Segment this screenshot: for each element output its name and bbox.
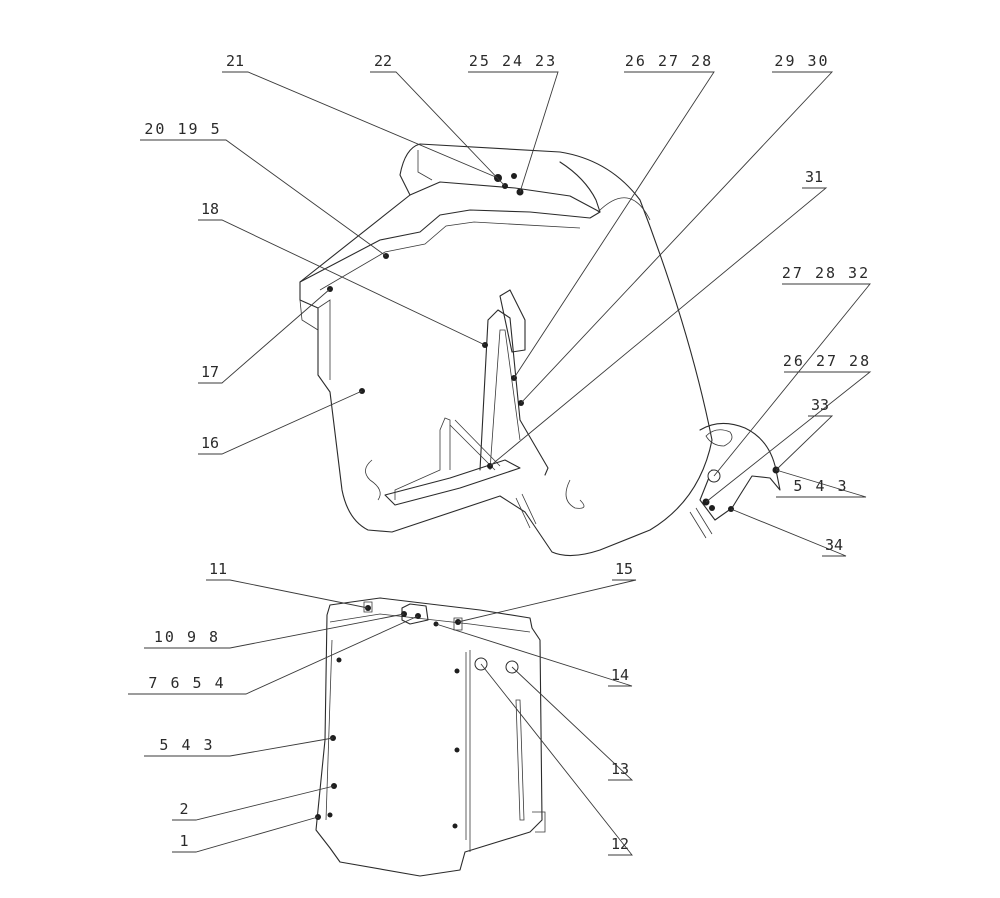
support-plate [499,289,526,353]
callout-18: 18 [201,200,219,218]
top-rim-inner [417,150,433,181]
callout-5-4-3-left: 5 4 3 [159,736,214,754]
rear-fender-opening [705,429,733,447]
knob-11 [363,601,373,613]
seat-shell-outline [299,143,713,557]
callout-25-24-23: 25 24 23 [469,52,557,70]
leader-13 [511,666,634,781]
callout-20-19-5: 20 19 5 [144,120,221,138]
screw-e [452,823,458,829]
callout-12: 12 [611,835,629,853]
leader-20-19-5 [140,139,387,257]
leader-15 [457,579,637,623]
leader-17 [198,288,331,384]
bottom-rail [384,459,521,506]
support-frame [479,309,549,476]
leader-22 [370,71,506,187]
diagonal-strut [449,419,501,471]
box-top-rim [329,613,531,633]
callout-10-9-8: 10 9 8 [154,628,220,646]
left-panel-edge [299,299,319,331]
screw-c [454,668,460,674]
fastener-24 [511,173,517,179]
callout-26-27-28-right: 26 27 28 [783,352,871,370]
callout-5-4-3-right: 5 4 3 [793,477,848,495]
box-front-edge [465,650,471,852]
leader-7-6-5-4 [128,615,419,695]
left-face [317,299,331,380]
cross-rod [394,417,451,500]
leader-27-28-32 [713,283,871,477]
callout-2: 2 [179,800,188,818]
screw-b [327,812,333,818]
callout-26-27-28-top: 26 27 28 [625,52,713,70]
leader-10-9-8 [144,613,405,649]
callout-labels: 21 22 25 24 23 26 27 28 29 30 20 19 5 31… [144,52,871,853]
leader-11 [206,579,369,609]
leader-33 [775,415,834,471]
leader-18 [198,219,486,346]
knob-15 [453,617,463,631]
top-rim-edge [597,197,651,221]
callout-17: 17 [201,363,219,381]
leader-14 [435,623,633,687]
callout-11: 11 [209,560,227,578]
lower-assembly [315,597,546,877]
box-outline [315,597,543,877]
leader-5-4-3-right [775,469,867,498]
callout-1: 1 [179,832,188,850]
leader-5-4-3-left [144,737,334,757]
top-rim [409,161,601,213]
box-side-slot [515,699,525,821]
callout-33: 33 [811,396,829,414]
callout-22: 22 [374,52,392,70]
screw-a [336,657,342,663]
callout-15: 15 [615,560,633,578]
box-bottom-tab [532,811,546,833]
callout-21: 21 [226,52,244,70]
callout-13: 13 [611,760,629,778]
leader-26-27-28-right [705,371,872,503]
left-handle [365,459,381,501]
right-handle [565,479,585,509]
hinge-block [401,603,429,625]
lower-rod [515,493,537,529]
callout-27-28-32: 27 28 32 [782,264,870,282]
callout-34: 34 [825,536,843,554]
callout-31: 31 [805,168,823,186]
leader-12 [480,663,633,856]
rear-fender-strut [689,507,713,539]
leader-2 [172,785,335,821]
callout-29-30: 29 30 [774,52,829,70]
leader-16 [198,390,363,455]
leader-1 [172,816,319,853]
callout-16: 16 [201,434,219,452]
leader-34 [730,508,847,557]
screw-d [454,747,460,753]
upper-frame-bar [299,209,601,283]
leader-26-27-28-top [513,71,715,379]
leader-21 [222,71,499,179]
callout-14: 14 [611,666,629,684]
upper-assembly [299,143,781,557]
leader-25-24-23 [468,71,559,193]
leader-29-30 [520,71,834,404]
leader-lines [128,71,872,856]
callout-7-6-5-4: 7 6 5 4 [148,674,225,692]
support-frame-inner [489,329,521,471]
leader-31 [489,187,828,467]
rear-fender [699,422,781,521]
fastener-27-right [709,505,715,511]
box-left-edge [325,639,333,821]
upper-frame-bar-inner [319,221,581,291]
